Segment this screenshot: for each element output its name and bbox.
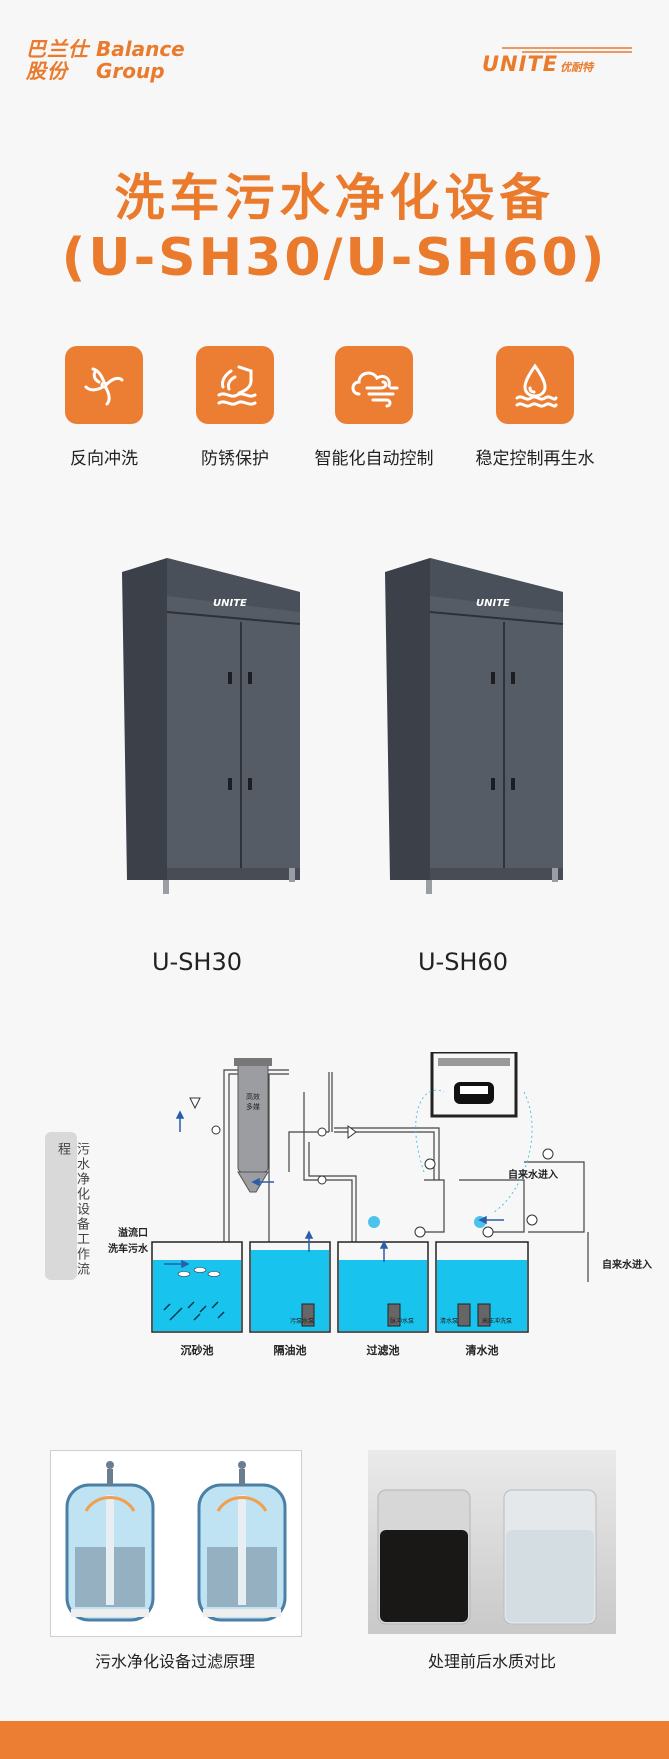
tank-sand bbox=[151, 1241, 243, 1333]
pump-label-1: 污泵水泵 bbox=[290, 1318, 315, 1325]
tank-filter bbox=[337, 1241, 429, 1333]
filter-principle-image bbox=[50, 1450, 302, 1637]
footer-bar bbox=[0, 1721, 669, 1759]
feature-label: 反向冲洗 bbox=[70, 449, 138, 469]
tank-oil bbox=[249, 1241, 331, 1333]
feature-rustproof: 防锈保护 bbox=[170, 346, 300, 469]
tank-label: 清水池 bbox=[465, 1344, 499, 1357]
pump-label-3: 清水泵 bbox=[440, 1318, 459, 1325]
model-label-u-sh60: U-SH60 bbox=[417, 948, 509, 976]
cabinet-logo: UNITE bbox=[213, 598, 247, 609]
cabinet-logo: UNITE bbox=[476, 598, 510, 609]
water-compare-image bbox=[368, 1450, 616, 1634]
tap-in-label-1: 自来水进入 bbox=[508, 1170, 558, 1181]
flow-side-label: 污水净化设备工作流程 bbox=[45, 1132, 89, 1280]
model-label-u-sh30: U-SH30 bbox=[151, 948, 243, 976]
tank-label: 沉砂池 bbox=[180, 1344, 214, 1357]
overflow-label: 溢流口 bbox=[118, 1228, 148, 1239]
unite-cn: 优耐特 bbox=[560, 61, 594, 74]
feature-label: 防锈保护 bbox=[201, 449, 269, 469]
cloud-wind-icon bbox=[335, 346, 413, 424]
tap-in-label-2: 自来水进入 bbox=[602, 1260, 652, 1271]
water-drop-icon bbox=[496, 346, 574, 424]
flow-diagram: 溢流口 洗车污水 自来水进入 自来水进入 高效多媒 污泵水泵 脉冲水泵 清水泵 … bbox=[104, 1050, 660, 1360]
pump-label-4: 高压冲洗泵 bbox=[482, 1318, 513, 1325]
brand-cn: 巴兰仕 股份 bbox=[26, 37, 89, 83]
feature-stable-water: 稳定控制再生水 bbox=[470, 346, 600, 469]
page-subtitle: (U-SH30/U-SH60) bbox=[61, 228, 608, 288]
unite-wordmark: UNITE bbox=[482, 52, 559, 76]
tank-clean bbox=[435, 1241, 529, 1333]
tank-label: 隔油池 bbox=[273, 1344, 307, 1357]
shield-water-icon bbox=[196, 346, 274, 424]
tank-label: 过滤池 bbox=[366, 1344, 400, 1357]
feature-label: 稳定控制再生水 bbox=[475, 449, 595, 469]
page-title: 洗车污水净化设备 bbox=[114, 169, 555, 227]
balance-group-logo: 巴兰仕 股份 Balance Group bbox=[26, 38, 196, 84]
cabinet-u-sh60: UNITE bbox=[380, 550, 580, 895]
pump-label-2: 脉冲水泵 bbox=[390, 1318, 415, 1325]
filter-column-label: 高效多媒 bbox=[246, 1093, 260, 1111]
cabinet-u-sh30: UNITE bbox=[117, 550, 317, 895]
filter-column bbox=[237, 1061, 269, 1173]
wash-water-label: 洗车污水 bbox=[108, 1244, 148, 1255]
feature-label: 智能化自动控制 bbox=[314, 449, 434, 469]
feature-smart-control: 智能化自动控制 bbox=[309, 346, 439, 469]
compare-caption: 处理前后水质对比 bbox=[427, 1652, 556, 1671]
feature-backwash: 反向冲洗 bbox=[39, 346, 169, 469]
logo-stripes-icon bbox=[502, 47, 632, 53]
brand-en: Balance Group bbox=[96, 37, 185, 83]
filter-caption: 污水净化设备过滤原理 bbox=[94, 1652, 255, 1671]
fan-icon bbox=[65, 346, 143, 424]
car-wash-icon bbox=[430, 1050, 518, 1118]
